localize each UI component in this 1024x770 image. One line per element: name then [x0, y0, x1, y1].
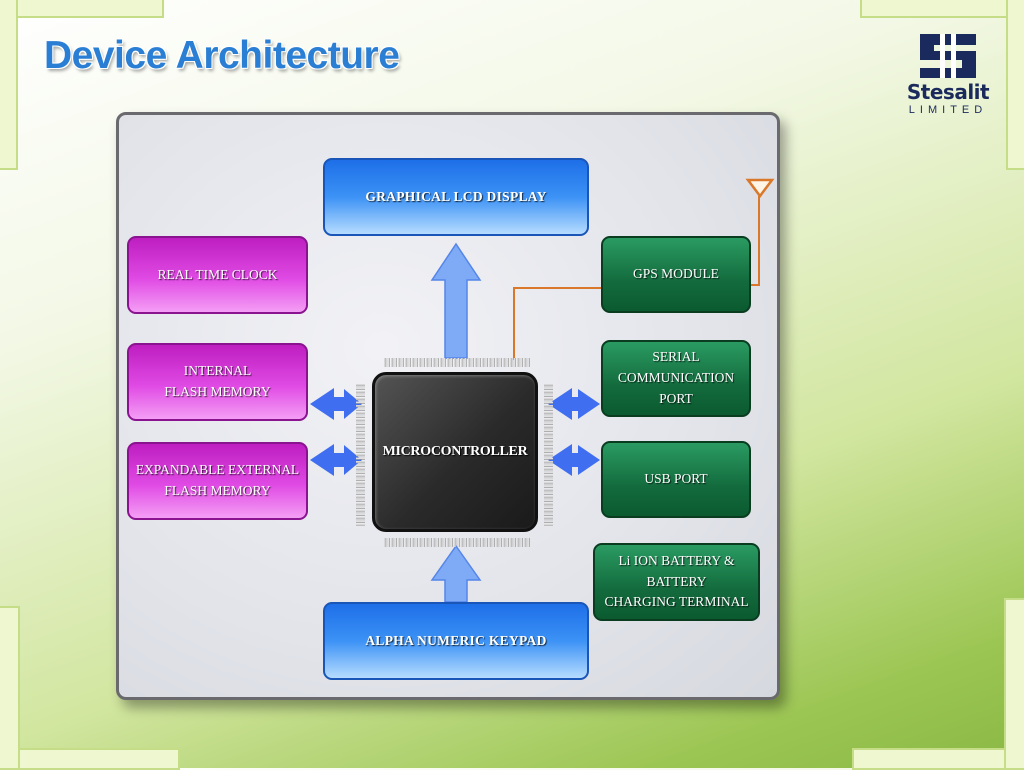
arrow-bidirectional-usb-port [548, 444, 600, 476]
corner-frame-top-right-vertical [1006, 0, 1024, 170]
chip-pins-top [384, 358, 530, 367]
arrow-bidirectional-external-flash [310, 444, 362, 476]
block-label: USB PORT [644, 471, 708, 487]
block-label-line: COMMUNICATION [617, 370, 735, 386]
block-label: GRAPHICAL LCD DISPLAY [365, 188, 547, 204]
stesalit-logo-mark [920, 34, 976, 78]
block-graphical-lcd-display: GRAPHICAL LCD DISPLAY [323, 158, 589, 236]
chip-pins-bottom [384, 538, 530, 547]
block-label-line: EXPANDABLE EXTERNAL [135, 462, 300, 478]
slide-title: Device Architecture [44, 34, 400, 77]
block-label: GPS MODULE [633, 266, 719, 282]
block-real-time-clock: REAL TIME CLOCK [127, 236, 308, 314]
corner-frame-top-left-vertical [0, 0, 18, 170]
logo-company-subtitle: LIMITED [908, 104, 988, 116]
block-li-ion-battery: Li ION BATTERY & BATTERY CHARGING TERMIN… [593, 543, 760, 621]
gps-wire [513, 287, 601, 360]
block-internal-flash-memory: INTERNAL FLASH MEMORY [127, 343, 308, 421]
block-serial-communication-port: SERIAL COMMUNICATION PORT [601, 340, 751, 417]
block-label: REAL TIME CLOCK [157, 266, 278, 282]
block-label-line: FLASH MEMORY [164, 483, 271, 498]
block-gps-module: GPS MODULE [601, 236, 751, 313]
chip-pins-left [356, 384, 365, 526]
chip-pins-right [544, 384, 553, 526]
block-alpha-numeric-keypad: ALPHA NUMERIC KEYPAD [323, 602, 589, 680]
company-logo: Stesalit LIMITED [898, 32, 998, 120]
block-label-line: PORT [659, 390, 693, 406]
block-label-line: SERIAL [652, 349, 700, 365]
block-label: ALPHA NUMERIC KEYPAD [365, 632, 547, 648]
microcontroller-chip: MICROCONTROLLER [372, 372, 538, 532]
arrow-up-from-keypad [430, 544, 482, 603]
block-label-line: FLASH MEMORY [164, 384, 271, 399]
arrow-bidirectional-internal-flash [310, 388, 362, 420]
logo-company-name: Stesalit [906, 80, 990, 104]
corner-frame-top-right [860, 0, 1024, 18]
arrow-bidirectional-serial-port [548, 388, 600, 420]
block-label-line: BATTERY [646, 573, 707, 589]
block-label-line: Li ION BATTERY & [618, 552, 735, 568]
block-label-line: INTERNAL [183, 363, 252, 379]
arrow-up-to-lcd [430, 242, 482, 359]
microcontroller-label: MICROCONTROLLER [382, 444, 528, 459]
antenna-wire [751, 196, 760, 286]
block-label-line: CHARGING TERMINAL [604, 594, 749, 610]
antenna-icon [745, 178, 775, 199]
block-expandable-external-flash-memory: EXPANDABLE EXTERNAL FLASH MEMORY [127, 442, 308, 520]
block-usb-port: USB PORT [601, 441, 751, 518]
corner-frame-top-left [0, 0, 164, 18]
